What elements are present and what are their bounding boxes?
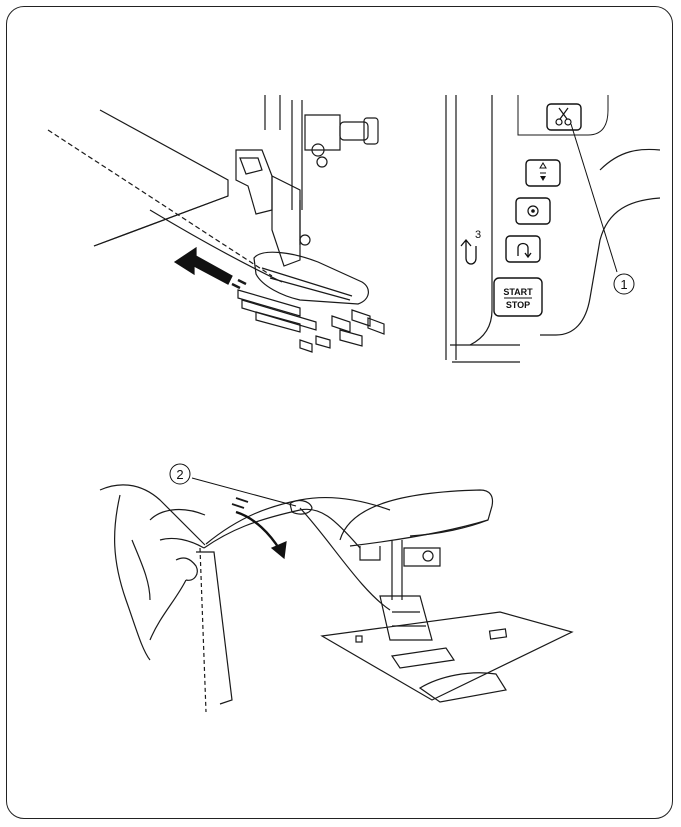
speed-digit: 3 xyxy=(475,229,481,241)
sewing-direction-arrow-icon xyxy=(175,248,246,288)
callout-2-number: 2 xyxy=(176,467,183,482)
reverse-speed-indicator: 3 xyxy=(461,229,481,264)
figure-thread-cutter xyxy=(100,485,572,712)
start-stop-button[interactable]: START STOP xyxy=(494,278,542,316)
thread-cutter-button[interactable] xyxy=(547,104,581,130)
start-label: START xyxy=(503,287,533,297)
feed-dogs xyxy=(238,290,384,352)
hand-drawing xyxy=(100,485,205,660)
callout-1: 1 xyxy=(571,124,634,294)
reverse-button[interactable] xyxy=(506,236,540,262)
callout-1-number: 1 xyxy=(620,277,627,292)
stop-label: STOP xyxy=(506,300,530,310)
figure-presser-foot xyxy=(48,95,384,352)
auto-lock-button[interactable] xyxy=(516,198,550,224)
callout-2: 2 xyxy=(170,464,296,506)
needle-up-down-button[interactable] xyxy=(526,160,560,186)
